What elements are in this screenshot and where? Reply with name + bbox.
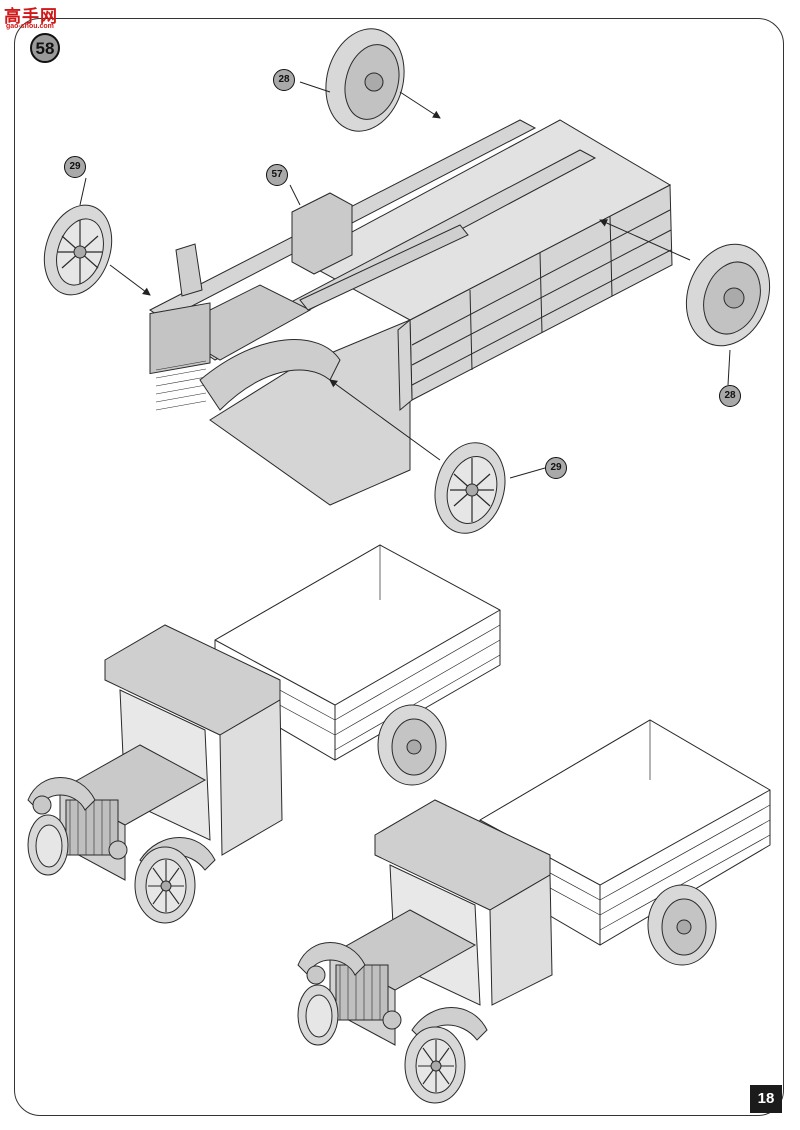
watermark-url: gao-shou.com [6,23,54,30]
truck2-front-wheel-right [404,1026,466,1104]
watermark-logo: 高手网 gao-shou.com [4,2,74,32]
assembled-truck-view-2 [297,719,771,1046]
wheel-rear-top [325,28,405,132]
wheel-front-bottom [434,442,506,534]
callout-wheel-rear-top: 28 [273,69,295,91]
truck1-front-wheel-left [27,814,69,876]
watermark-text: 高手网 [4,7,58,27]
callout-wheel-front-bottom: 29 [545,457,567,479]
truck1-rear-wheel [377,704,447,786]
truck2-front-wheel-left [297,984,339,1046]
wheel-front-left [43,204,113,296]
page-frame [14,18,784,1116]
page-number: 18 [750,1085,782,1113]
callout-part-box: 57 [266,164,288,186]
assembled-truck-view-1 [27,544,501,881]
step-number-badge: 58 [30,33,60,63]
wheel-rear-right [685,243,771,347]
truck2-rear-wheel [647,884,717,966]
callout-wheel-front-left: 29 [64,156,86,178]
chassis-exploded-view [149,119,673,506]
assembly-arrows [79,81,731,479]
callout-wheel-rear-right: 28 [719,385,741,407]
truck1-front-wheel-right [134,846,196,924]
